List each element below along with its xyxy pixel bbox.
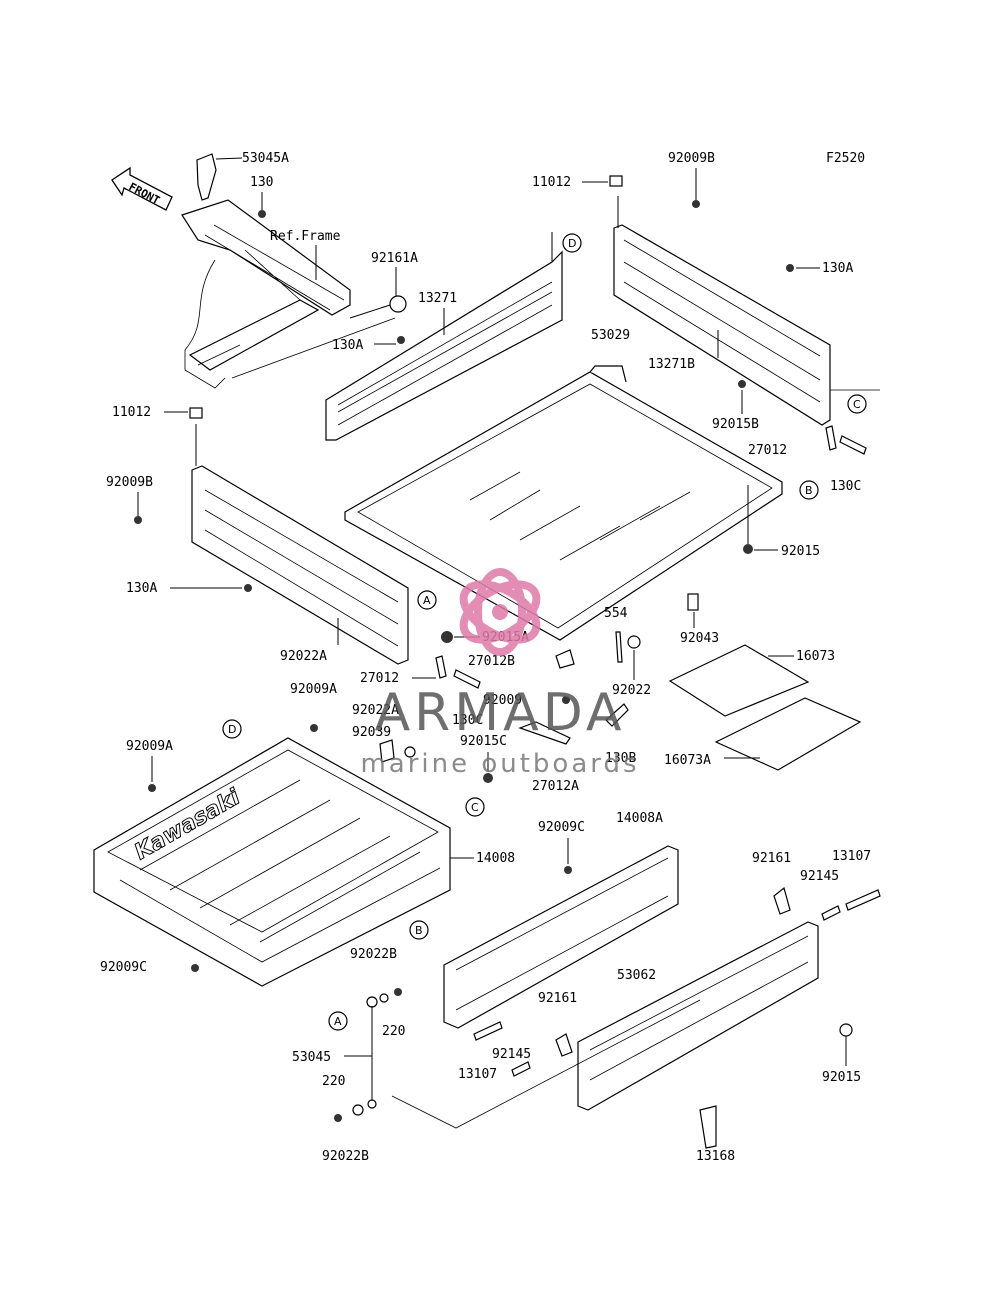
label-130A-right: 130A: [822, 261, 853, 276]
tailgate-53062: [577, 921, 819, 1111]
label-130A-left: 130A: [126, 581, 157, 596]
label-16073: 16073: [796, 649, 835, 664]
label-130C-mid: 130C: [452, 713, 483, 728]
floor-panel-53029: [344, 365, 783, 641]
label-27012-left: 27012: [360, 671, 399, 686]
ref-letter-C-basket: C: [471, 801, 479, 814]
label-92161-mid: 92161: [538, 991, 577, 1006]
label-92009B-top: 92009B: [668, 151, 715, 166]
label-13168: 13168: [696, 1149, 735, 1164]
ref-letter-A-bottom: A: [334, 1015, 342, 1028]
label-92009B-left: 92009B: [106, 475, 153, 490]
label-92015C: 92015C: [460, 734, 507, 749]
label-27012A: 27012A: [532, 779, 579, 794]
label-220-bottom: 220: [322, 1074, 345, 1089]
label-13271B: 13271B: [648, 357, 695, 372]
propeller-logo-icon: [459, 568, 541, 656]
mat-16073: [668, 644, 862, 771]
key-part: [196, 153, 217, 201]
label-130B: 130B: [605, 751, 636, 766]
panel-14008A: [443, 845, 679, 1029]
label-92015B: 92015B: [712, 417, 759, 432]
side-panel-13271B: [613, 196, 831, 426]
ref-letter-B-basket: B: [415, 924, 423, 937]
ref-letter-D-basket: D: [228, 723, 236, 736]
label-11012-top: 11012: [532, 175, 571, 190]
label-ref-frame: Ref.Frame: [270, 229, 341, 244]
ref-letter-C-top: C: [853, 398, 861, 411]
label-13107-mid: 13107: [458, 1067, 497, 1082]
label-130: 130: [250, 175, 273, 190]
diagram-code: F2520: [826, 151, 865, 166]
label-92161-right: 92161: [752, 851, 791, 866]
label-92022B-mid: 92022B: [350, 947, 397, 962]
label-92161A: 92161A: [371, 251, 418, 266]
label-92009C-mid: 92009C: [538, 820, 585, 835]
label-13271A: 92022A: [280, 649, 327, 664]
side-panel-13271A: [191, 424, 409, 665]
label-92039: 92039: [352, 725, 391, 740]
label-16073A: 16073A: [664, 753, 711, 768]
label-92145-mid: 92145: [492, 1047, 531, 1062]
ref-letter-B-top: B: [805, 484, 813, 497]
label-92015: 92015: [781, 544, 820, 559]
label-27012B: 27012B: [468, 654, 515, 669]
label-92043: 92043: [680, 631, 719, 646]
label-13271: 13271: [418, 291, 457, 306]
watermark: ARMADA marine outboards: [360, 568, 639, 779]
label-14008: 14008: [476, 851, 515, 866]
label-53045: 53045: [292, 1050, 331, 1065]
label-554: 554: [604, 606, 628, 621]
label-13107-right: 13107: [832, 849, 871, 864]
label-53029: 53029: [591, 328, 630, 343]
basket-14008: [93, 737, 451, 987]
label-92009: 92009: [483, 693, 522, 708]
label-92022: 92022: [612, 683, 651, 698]
label-92009A-left: 92009A: [126, 739, 173, 754]
front-arrow-icon: FRONT: [111, 166, 173, 211]
label-11012-left: 11012: [112, 405, 151, 420]
label-14008A: 14008A: [616, 811, 663, 826]
watermark-subtitle: marine outboards: [360, 749, 639, 779]
label-27012-right: 27012: [748, 443, 787, 458]
label-130A-top: 130A: [332, 338, 363, 353]
label-130C-right: 130C: [830, 479, 861, 494]
ref-letter-A-mid: A: [423, 594, 431, 607]
ref-letter-D: D: [568, 237, 576, 250]
label-220-top: 220: [382, 1024, 405, 1039]
ref-frame-part: [181, 199, 407, 389]
label-53062: 53062: [617, 968, 656, 983]
label-92009C-left: 92009C: [100, 960, 147, 975]
side-panel-13271: [325, 232, 563, 441]
label-92009A-mid: 92009A: [290, 682, 337, 697]
label-92145-right: 92145: [800, 869, 839, 884]
label-92015-right: 92015: [822, 1070, 861, 1085]
watermark-title: ARMADA: [375, 683, 626, 743]
label-53045A: 53045A: [242, 151, 289, 166]
label-92022B-bottom: 92022B: [322, 1149, 369, 1164]
label-92022A: 92022A: [352, 703, 399, 718]
